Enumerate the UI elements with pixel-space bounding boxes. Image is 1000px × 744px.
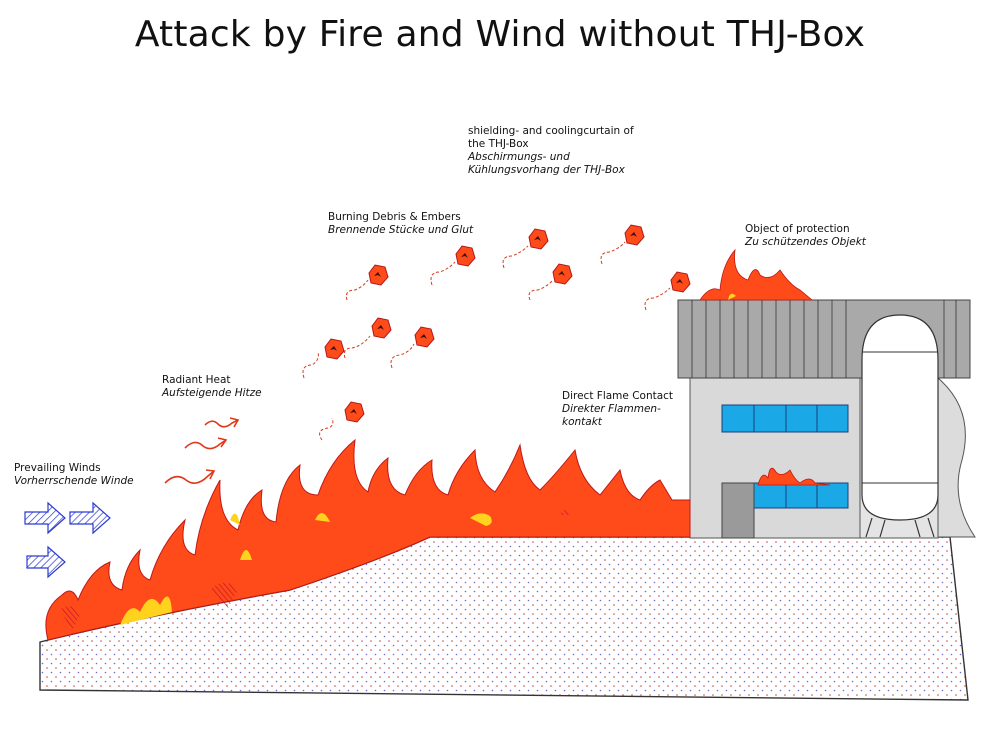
label-direct-de1: Direkter Flammen- bbox=[562, 403, 661, 415]
burning-ember-icon bbox=[430, 245, 476, 286]
storage-tank bbox=[861, 314, 939, 538]
label-object-en: Object of protection bbox=[745, 223, 850, 235]
burning-ember-icon bbox=[390, 326, 435, 369]
building-door bbox=[721, 482, 755, 539]
label-shielding-en2: the THJ-Box bbox=[468, 138, 529, 150]
label-debris-de: Brennende Stücke und Glut bbox=[328, 224, 474, 236]
label-radiant-de: Aufsteigende Hitze bbox=[162, 387, 262, 399]
page-title: Attack by Fire and Wind without THJ-Box bbox=[134, 14, 866, 55]
wind-arrow-icon bbox=[69, 501, 111, 535]
label-winds-de: Vorherrschende Winde bbox=[14, 475, 134, 487]
label-prevailing-winds: Prevailing Winds Vorherrschende Winde bbox=[14, 462, 134, 488]
label-debris-en: Burning Debris & Embers bbox=[328, 211, 461, 223]
window-lower bbox=[753, 482, 849, 509]
wind-arrow-icon bbox=[24, 501, 66, 535]
burning-ember-icon bbox=[600, 224, 645, 265]
label-shielding-curtain: shielding- and coolingcurtain of the THJ… bbox=[468, 125, 634, 177]
label-radiant-en: Radiant Heat bbox=[162, 374, 231, 386]
burning-ember-icon bbox=[345, 264, 389, 301]
roof-fire bbox=[699, 248, 814, 301]
label-direct-en: Direct Flame Contact bbox=[562, 390, 674, 402]
burning-ember-icon bbox=[343, 317, 392, 359]
burning-ember-icon bbox=[319, 401, 365, 441]
label-object-of-protection: Object of protection Zu schützendes Obje… bbox=[745, 223, 866, 249]
label-shielding-de2: Kühlungsvorhang der THJ-Box bbox=[468, 164, 625, 176]
label-burning-debris: Burning Debris & Embers Brennende Stücke… bbox=[328, 211, 473, 237]
label-shielding-en1: shielding- and coolingcurtain of bbox=[468, 125, 634, 137]
wind-arrow-icon bbox=[26, 545, 66, 579]
burning-ember-icon bbox=[302, 338, 345, 379]
ground-fire bbox=[45, 438, 691, 641]
protected-building bbox=[677, 299, 976, 539]
window-fire bbox=[757, 467, 831, 486]
label-shielding-de1: Abschirmungs- und bbox=[468, 151, 570, 163]
label-direct-de2: kontakt bbox=[562, 416, 602, 428]
label-object-de: Zu schützendes Objekt bbox=[745, 236, 866, 248]
burning-ember-icon bbox=[502, 228, 549, 269]
burning-ember-icon bbox=[644, 271, 691, 311]
label-direct-flame-contact: Direct Flame Contact Direkter Flammen- k… bbox=[562, 390, 673, 429]
burning-ember-icon bbox=[528, 263, 573, 301]
label-winds-en: Prevailing Winds bbox=[14, 462, 101, 474]
label-radiant-heat: Radiant Heat Aufsteigende Hitze bbox=[162, 374, 262, 400]
heat-wave-icon bbox=[164, 417, 240, 484]
window-upper bbox=[721, 404, 849, 433]
